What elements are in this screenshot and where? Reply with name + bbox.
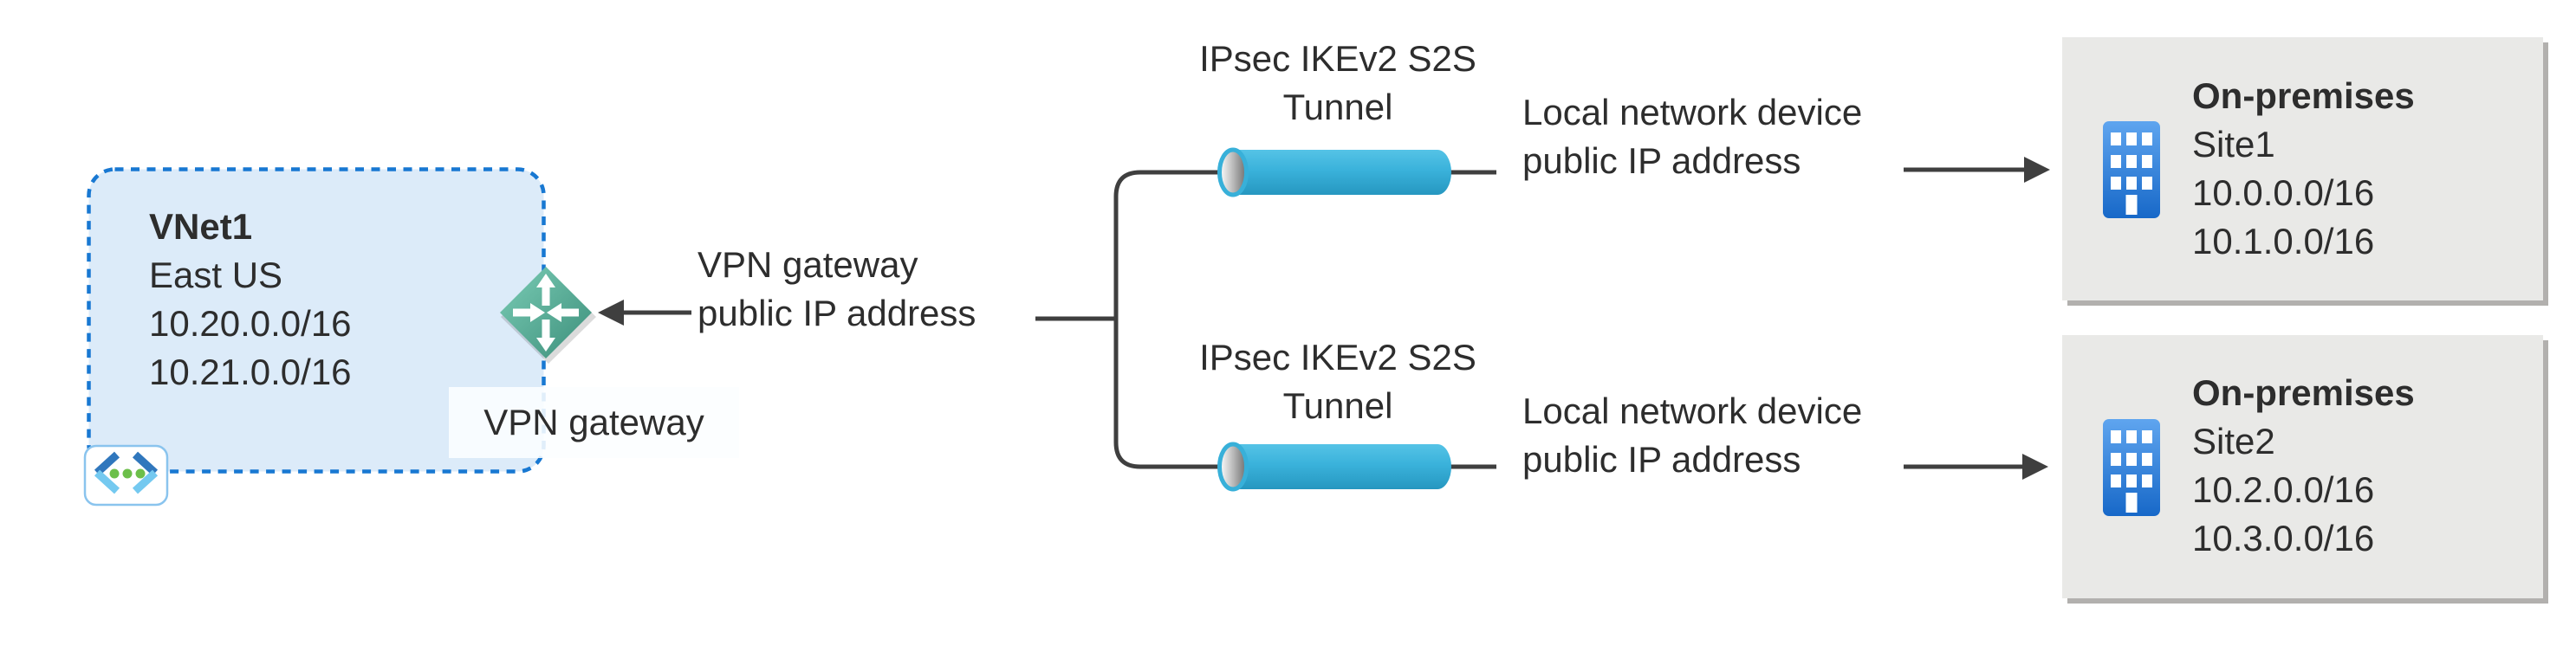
site2-title: On-premises xyxy=(2192,372,2415,413)
device1-line2: public IP address xyxy=(1522,140,1801,181)
site1-text-block: On-premises Site1 10.0.0.0/16 10.1.0.0/1… xyxy=(2192,72,2415,266)
site1-arrowhead-icon xyxy=(2024,157,2050,183)
tunnel1-line2: Tunnel xyxy=(1282,87,1393,127)
vpn-gateway-icon xyxy=(500,267,596,364)
vnet-region: East US xyxy=(149,255,283,295)
vpn-gateway-label: VPN gateway xyxy=(449,387,739,458)
tunnel2-line1: IPsec IKEv2 S2S xyxy=(1199,337,1476,378)
device2-line1: Local network device xyxy=(1522,391,1863,431)
site2-text-block: On-premises Site2 10.2.0.0/16 10.3.0.0/1… xyxy=(2192,369,2415,563)
device1-label: Local network device public IP address xyxy=(1522,88,1862,185)
vpn-gateway-label-text: VPN gateway xyxy=(483,402,704,442)
tunnel1-label: IPsec IKEv2 S2S Tunnel xyxy=(1165,35,1511,132)
tunnel1-line1: IPsec IKEv2 S2S xyxy=(1199,38,1476,79)
vnet-text-block: VNet1 East US 10.20.0.0/16 10.21.0.0/16 xyxy=(149,203,352,397)
site1-cidr-2: 10.1.0.0/16 xyxy=(2192,221,2375,261)
vnet-cidr-1: 10.20.0.0/16 xyxy=(149,303,352,344)
gateway-ip-label: VPN gateway public IP address xyxy=(698,241,976,338)
site2-cidr-1: 10.2.0.0/16 xyxy=(2192,469,2375,510)
tunnel2-line2: Tunnel xyxy=(1282,385,1393,426)
gateway-ip-line2: public IP address xyxy=(698,293,977,333)
vnet-name: VNet1 xyxy=(149,206,253,247)
vnet-cidr-2: 10.21.0.0/16 xyxy=(149,352,352,392)
site1-title: On-premises xyxy=(2192,75,2415,116)
device2-label: Local network device public IP address xyxy=(1522,387,1862,484)
site2-name: Site2 xyxy=(2192,421,2275,462)
site2-arrowhead-icon xyxy=(2022,454,2048,480)
tunnel1-icon xyxy=(1217,147,1451,197)
gateway-arrowhead-icon xyxy=(598,300,624,326)
device1-line1: Local network device xyxy=(1522,92,1863,132)
virtual-network-icon xyxy=(83,444,169,507)
tunnel2-label: IPsec IKEv2 S2S Tunnel xyxy=(1165,333,1511,430)
site1-cidr-1: 10.0.0.0/16 xyxy=(2192,172,2375,213)
site2-cidr-2: 10.3.0.0/16 xyxy=(2192,518,2375,558)
site1-name: Site1 xyxy=(2192,124,2275,165)
device2-line2: public IP address xyxy=(1522,439,1801,480)
gateway-ip-line1: VPN gateway xyxy=(698,244,918,285)
tunnel2-icon xyxy=(1217,442,1451,492)
